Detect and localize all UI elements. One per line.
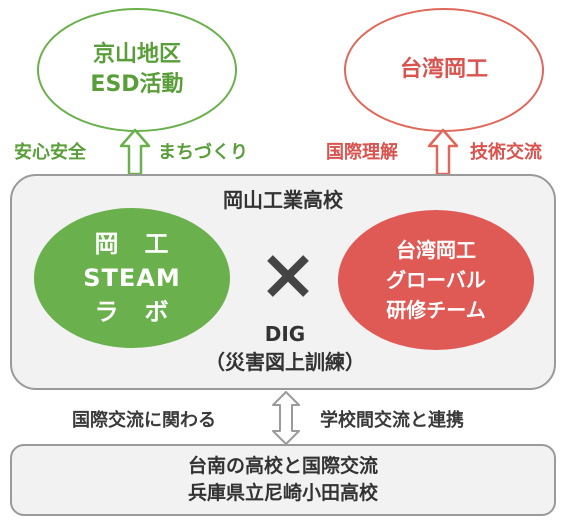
- esd-activity-node: 京山地区 ESD活動: [37, 8, 237, 132]
- taiwan-okako-node: 台湾岡工: [344, 8, 544, 132]
- label-town-building: まちづくり: [158, 142, 248, 163]
- global-line1: 台湾岡工: [396, 238, 476, 262]
- dig-training-label: DIG （災害図上訓練）: [180, 320, 390, 376]
- double-arrow-icon: [271, 391, 301, 445]
- bottom-line1: 台南の高校と国際交流: [187, 455, 378, 477]
- bottom-line2: 兵庫県立尼崎小田高校: [187, 482, 378, 504]
- global-line2: グローバル: [386, 268, 486, 292]
- steam-line2: STEAM: [83, 264, 181, 292]
- cross-icon: [258, 246, 318, 306]
- red-up-arrow-icon: [427, 128, 459, 176]
- global-training-team-node: 台湾岡工 グローバル 研修チーム: [338, 210, 534, 350]
- label-inter-school-collaboration: 学校間交流と連携: [320, 410, 464, 431]
- esd-line2: ESD活動: [90, 72, 184, 97]
- global-line3: 研修チーム: [386, 298, 486, 322]
- partner-school-box: 台南の高校と国際交流 兵庫県立尼崎小田高校: [10, 444, 556, 516]
- label-technical-exchange: 技術交流: [470, 142, 542, 163]
- steam-line3: ラ ボ: [94, 298, 170, 326]
- label-safety: 安心安全: [14, 142, 86, 163]
- taiwan-line1: 台湾岡工: [399, 57, 488, 82]
- label-international-involvement: 国際交流に関わる: [72, 410, 216, 431]
- dig-line1: DIG: [264, 322, 306, 346]
- esd-line1: 京山地区: [92, 42, 181, 67]
- label-international-understanding: 国際理解: [326, 142, 398, 163]
- dig-line2: （災害図上訓練）: [205, 350, 365, 374]
- steam-lab-node: 岡 工 STEAM ラ ボ: [34, 208, 230, 348]
- main-box-title: 岡山工業高校: [223, 188, 343, 212]
- green-up-arrow-icon: [119, 128, 151, 176]
- steam-line1: 岡 工: [94, 230, 170, 258]
